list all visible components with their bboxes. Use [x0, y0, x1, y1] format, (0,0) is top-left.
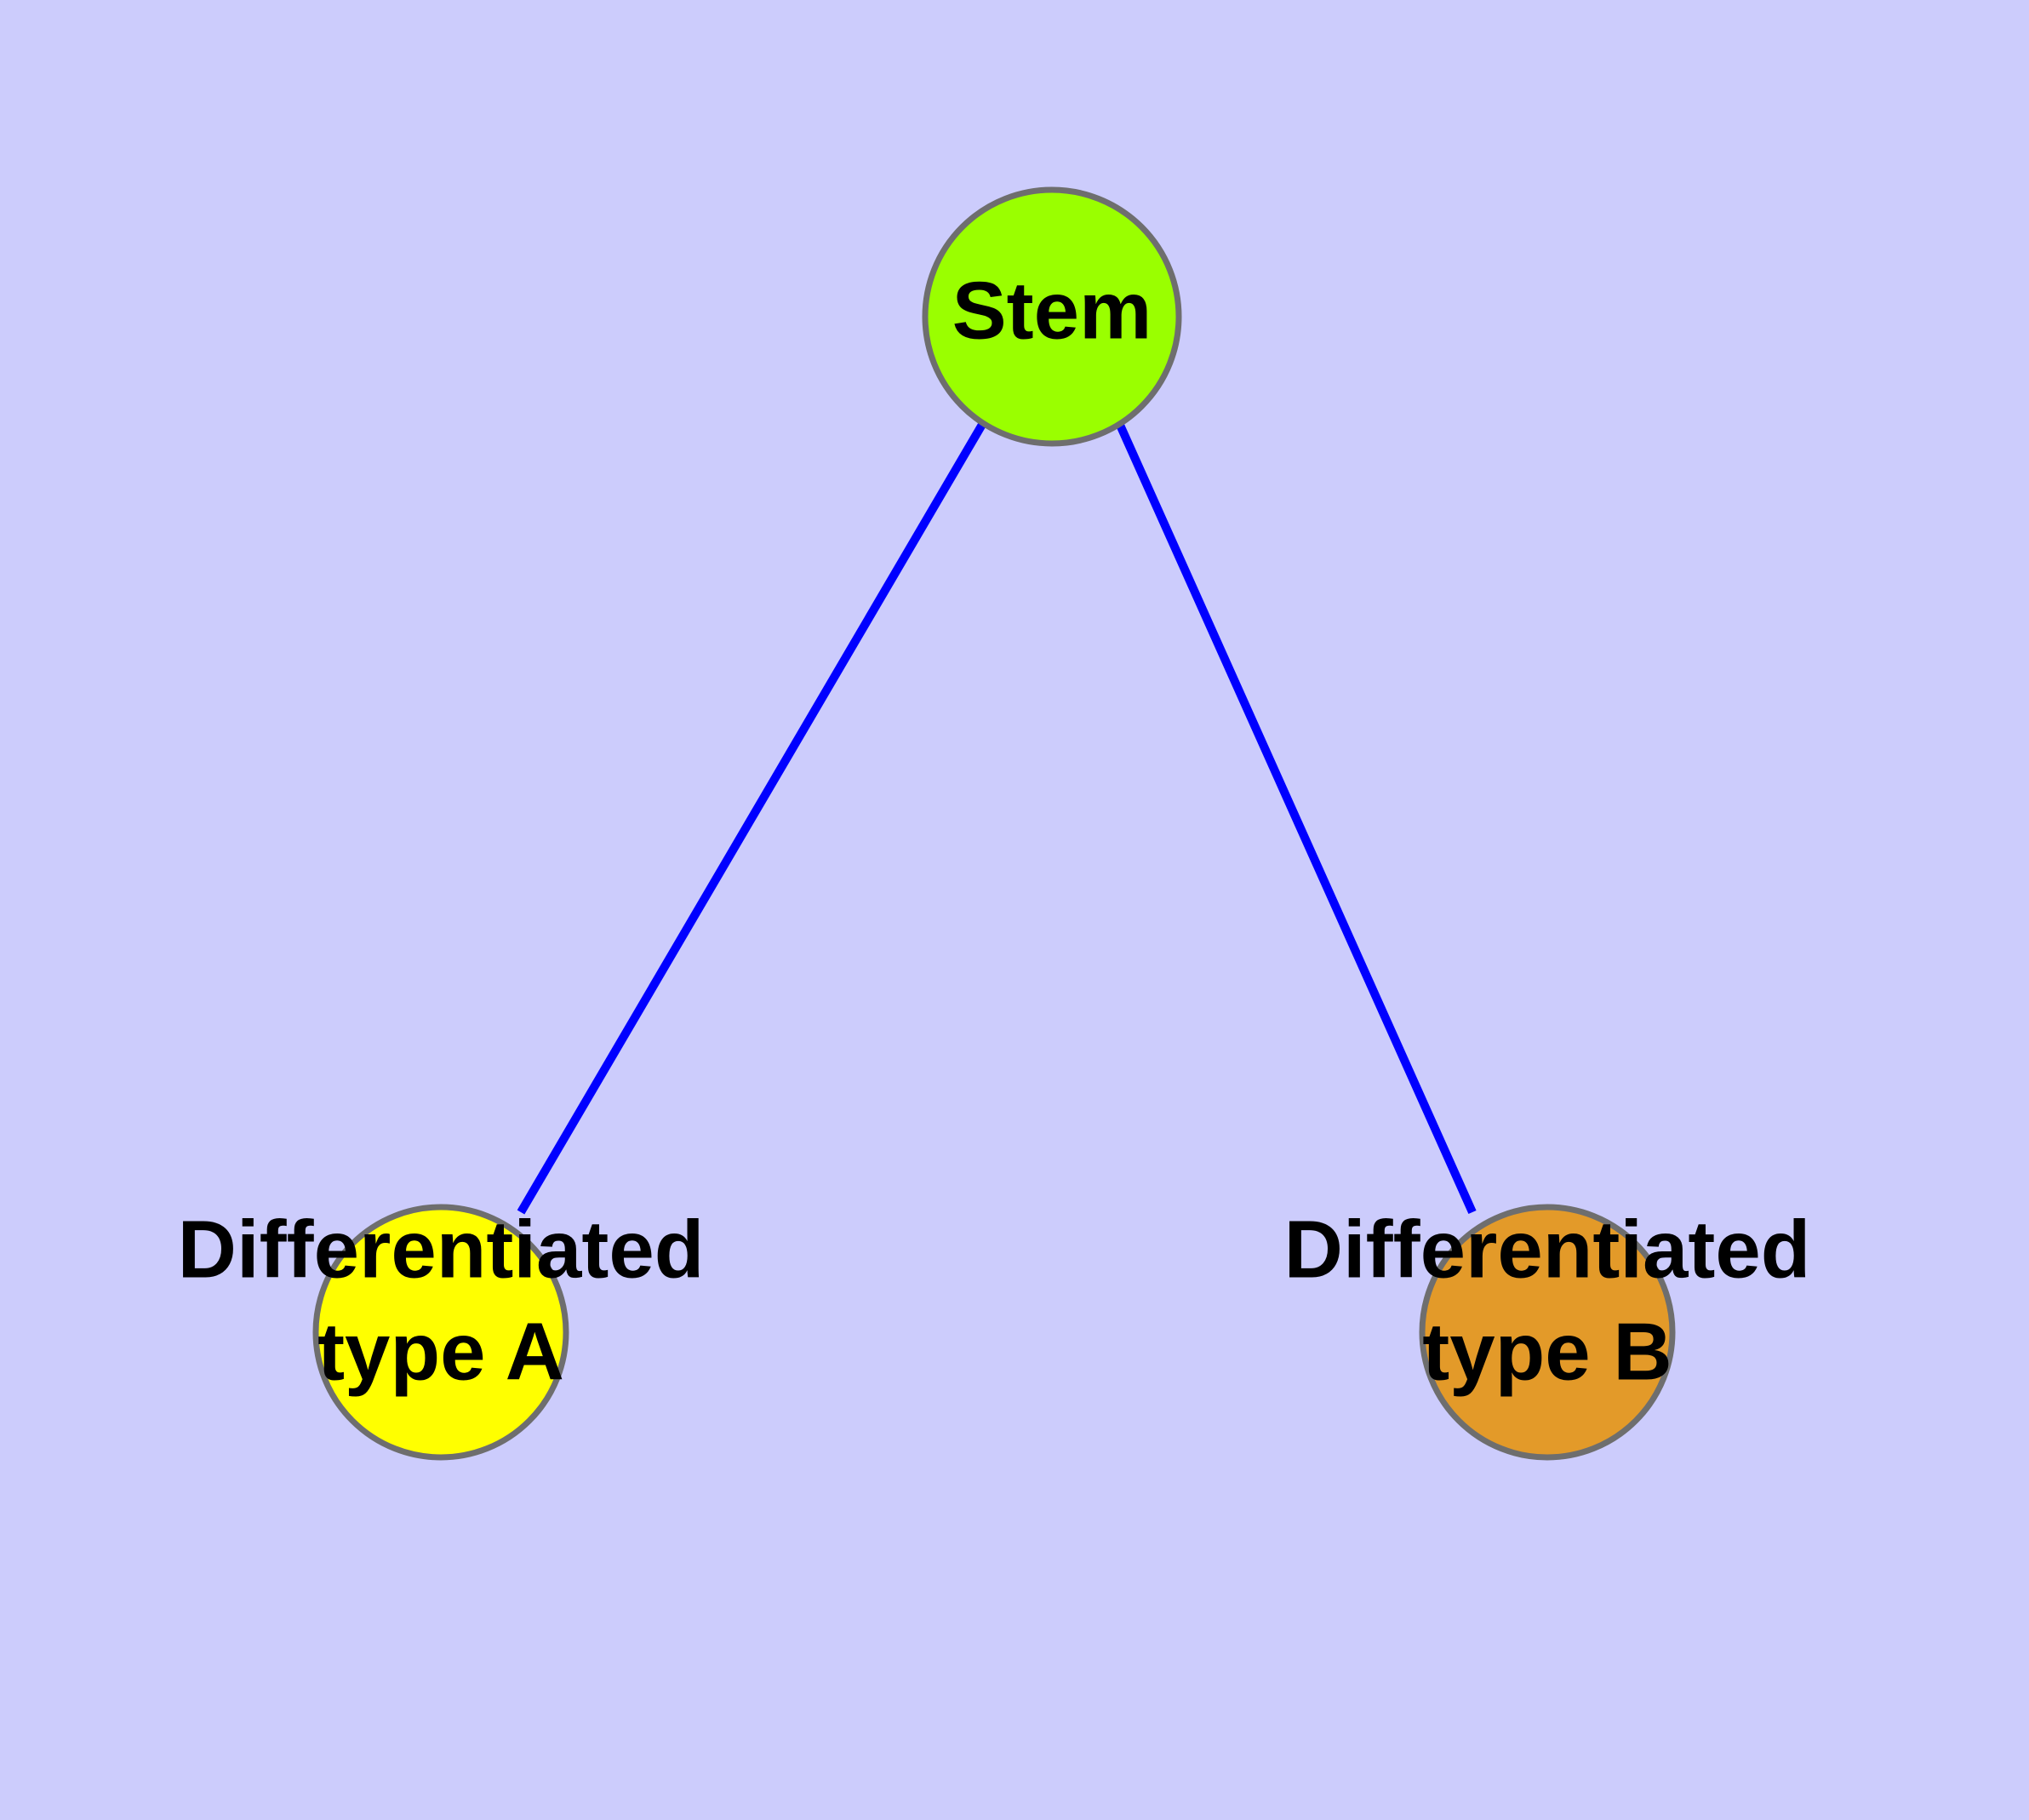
node-circle-diff-a[interactable]: [312, 1204, 569, 1461]
node-diff-a[interactable]: Differentiated type A: [178, 1204, 705, 1461]
node-label-stem-line-1: Stem: [952, 265, 1152, 356]
node-label-diff-b-line-2: type B: [1422, 1306, 1672, 1397]
node-circle-diff-b[interactable]: [1419, 1204, 1676, 1461]
edges-group: [517, 421, 1477, 1215]
node-label-diff-b-line-1: Differentiated: [1284, 1204, 1811, 1295]
node-label-diff-a-line-1: Differentiated: [178, 1204, 705, 1295]
node-stem[interactable]: Stem: [922, 186, 1182, 447]
edge-stem-to-diff-b: [1115, 421, 1477, 1215]
edge-stem-to-diff-a: [517, 421, 987, 1215]
node-label-diff-a-line-2: type A: [317, 1306, 564, 1397]
node-diff-b[interactable]: Differentiated type B: [1284, 1204, 1811, 1461]
node-circle-stem[interactable]: [922, 186, 1182, 447]
